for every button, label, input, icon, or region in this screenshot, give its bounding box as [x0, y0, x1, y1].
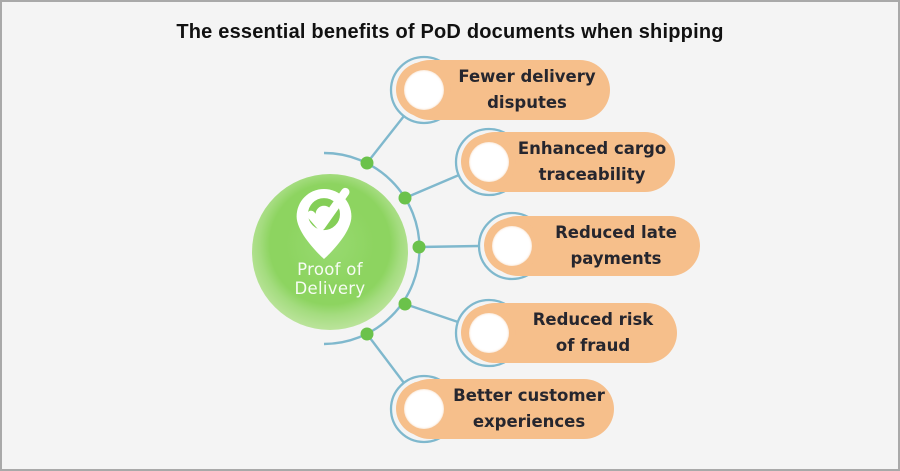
benefit-label-line1: Enhanced cargo [517, 139, 667, 158]
benefit-pill-reduced-late-payments: Reduced late payments [484, 216, 700, 276]
benefit-pill-better-customer-experiences: Better customer experiences [396, 379, 614, 439]
page-title: The essential benefits of PoD documents … [176, 21, 724, 43]
benefit-label: Reduced risk of fraud [517, 307, 669, 359]
benefit-label-line2: traceability [538, 165, 646, 184]
benefit-label-line2: payments [570, 249, 662, 268]
benefit-label: Better customer experiences [452, 383, 606, 435]
branch-line-1 [366, 115, 405, 164]
benefit-label: Fewer delivery disputes [452, 64, 602, 116]
node-dot-5 [360, 327, 374, 341]
pill-circle-icon [492, 226, 532, 266]
benefit-label-line1: Reduced risk [532, 310, 654, 329]
benefit-pill-fewer-delivery-disputes: Fewer delivery disputes [396, 60, 610, 120]
node-dot-4 [398, 297, 412, 311]
benefit-label-line1: Better customer [453, 386, 605, 405]
branch-line-3 [418, 244, 480, 249]
center-label-line1: Proof of [297, 260, 363, 279]
center-node: Proof of Delivery [252, 174, 408, 330]
benefit-label: Enhanced cargo traceability [517, 136, 667, 188]
pill-circle-icon [469, 313, 509, 353]
branch-line-2 [404, 173, 460, 200]
benefit-label-line1: Fewer delivery [458, 67, 596, 86]
benefit-label-line2: experiences [472, 412, 586, 431]
node-dot-1 [360, 156, 374, 170]
benefit-label: Reduced late payments [540, 220, 692, 272]
benefit-label-line1: Reduced late [555, 223, 677, 242]
benefit-pill-reduced-risk-of-fraud: Reduced risk of fraud [461, 303, 677, 363]
pill-circle-icon [404, 389, 444, 429]
pill-circle-icon [469, 142, 509, 182]
center-node-label: Proof of Delivery [252, 260, 408, 298]
benefit-pill-enhanced-cargo-traceability: Enhanced cargo traceability [461, 132, 675, 192]
benefit-label-line2: disputes [487, 93, 567, 112]
branch-line-5 [366, 333, 405, 384]
location-pin-check-icon [296, 187, 352, 259]
pill-circle-icon [404, 70, 444, 110]
branch-line-4 [404, 302, 459, 324]
center-label-line2: Delivery [294, 279, 366, 298]
node-dot-3 [412, 240, 426, 254]
benefit-label-line2: of fraud [555, 336, 631, 355]
node-dot-2 [398, 191, 412, 205]
